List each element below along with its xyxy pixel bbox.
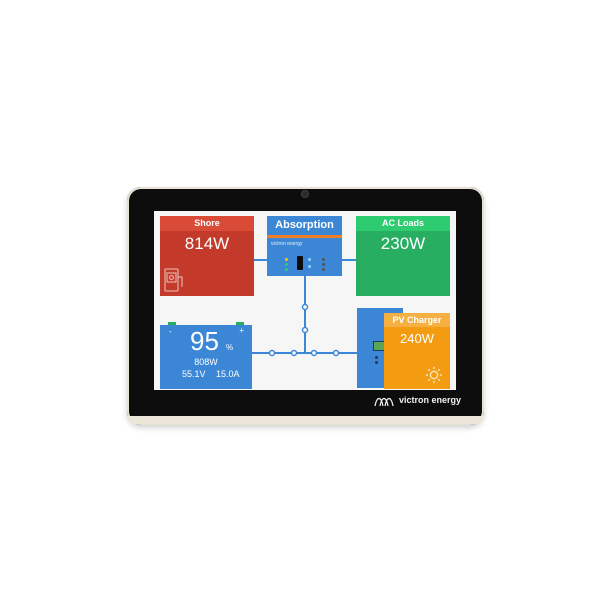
led-icon <box>285 268 288 271</box>
inverter-tile[interactable]: Absorption victron energy <box>267 216 342 276</box>
battery-soc-unit: % <box>226 343 234 352</box>
led-icon <box>322 258 325 261</box>
battery-soc: 95 <box>190 326 219 356</box>
led-icon <box>375 356 378 359</box>
battery-minus: - <box>169 327 172 336</box>
shore-plug-icon <box>164 268 183 292</box>
sun-icon <box>425 366 443 384</box>
led-icon <box>322 268 325 271</box>
battery-tile[interactable]: - + 95 % 808W 55.1V 15.0A <box>160 322 252 389</box>
victron-logo-icon <box>374 397 394 407</box>
ac-loads-tile[interactable]: AC Loads 230W <box>356 216 450 296</box>
pv-charger-tile[interactable]: PV Charger 240W <box>384 313 450 389</box>
led-icon <box>322 263 325 266</box>
ac-loads-title: AC Loads <box>356 216 450 231</box>
camera-icon <box>301 190 309 198</box>
led-icon <box>285 258 288 261</box>
inverter-accent-bar <box>267 235 342 238</box>
pv-charger-power: 240W <box>400 331 434 346</box>
led-icon <box>375 361 378 364</box>
shore-title: Shore <box>160 216 254 231</box>
pv-charger-title: PV Charger <box>384 313 450 327</box>
battery-current: 15.0A <box>216 369 240 379</box>
battery-power: 808W <box>194 357 218 367</box>
battery-voltage: 55.1V <box>182 369 206 379</box>
ac-loads-power: 230W <box>380 234 426 253</box>
shore-power: 814W <box>184 234 230 253</box>
battery-plus: + <box>239 326 244 335</box>
led-icon <box>285 263 288 266</box>
inverter-display <box>297 256 303 270</box>
battery-terminal <box>168 322 176 325</box>
inverter-state: Absorption <box>267 216 342 234</box>
battery-terminal <box>236 322 244 325</box>
inverter-brand: victron energy <box>271 241 303 247</box>
led-icon <box>308 258 311 261</box>
device-brand-text: victron energy <box>399 395 462 405</box>
shore-tile[interactable]: Shore 814W <box>160 216 254 296</box>
screen: Shore 814W Absorption victron energy AC … <box>154 211 456 390</box>
device-bottom-edge <box>127 416 484 424</box>
device-brand-logo: victron energy <box>373 394 463 408</box>
led-icon <box>308 265 311 268</box>
